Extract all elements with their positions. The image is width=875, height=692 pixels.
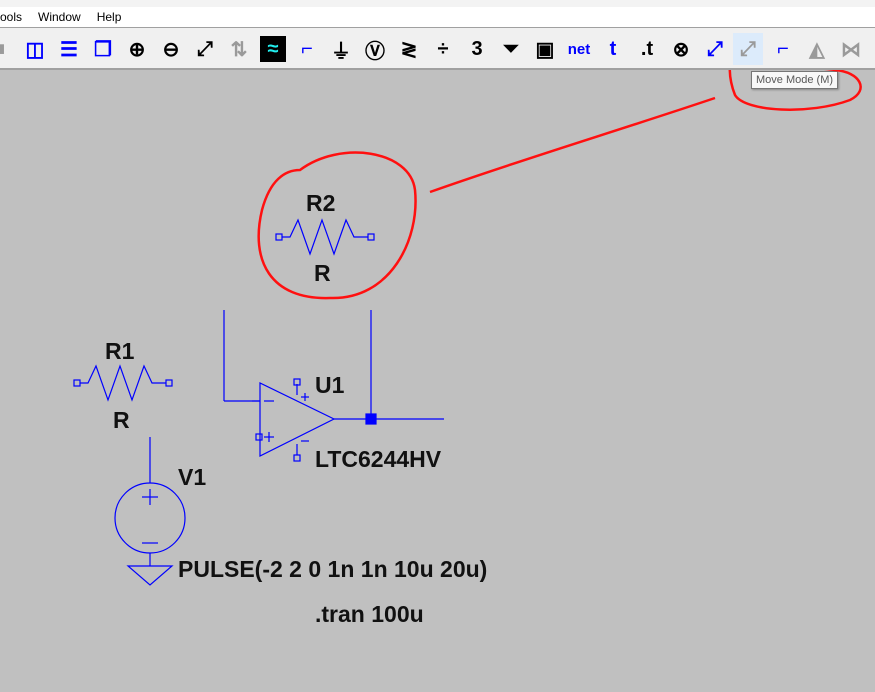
tile-horizontal-icon[interactable]: ☰ [60, 38, 78, 61]
zoom-in-icon[interactable]: ⊕ [128, 38, 146, 61]
capacitor-icon[interactable]: ÷ [437, 37, 449, 60]
red-annotation [257, 70, 862, 300]
menu-bar: ools Window Help [0, 0, 875, 28]
r2-value: R [314, 260, 331, 286]
v1-value: PULSE(-2 2 0 1n 1n 10u 20u) [178, 556, 488, 582]
r1-name: R1 [105, 338, 135, 364]
v1-name: V1 [178, 464, 207, 490]
zoom-out-icon[interactable]: ⊖ [162, 38, 180, 61]
mirror-icon[interactable]: ⋈ [841, 38, 861, 61]
pan-icon[interactable]: ⇅ [230, 38, 248, 61]
opamp-u1[interactable] [223, 310, 444, 462]
spice-directive-button[interactable]: .t [640, 37, 654, 60]
wire-icon[interactable]: ⌐ [301, 37, 313, 60]
drag-icon[interactable]: ⌐ [777, 37, 789, 60]
cascade-icon[interactable]: ❐ [94, 38, 112, 61]
label-net-icon[interactable]: Ⓥ [365, 40, 385, 63]
inductor-icon[interactable]: 3 [471, 37, 483, 60]
component-icon[interactable]: ▣ [535, 38, 555, 61]
ground-symbol [126, 565, 174, 586]
menu-window[interactable]: Window [38, 10, 81, 24]
u1-value: LTC6244HV [315, 446, 442, 472]
delete-icon[interactable]: ⊗ [672, 38, 690, 61]
tooltip: Move Mode (M) [751, 71, 839, 89]
r2-name: R2 [306, 190, 336, 216]
schematic-canvas[interactable] [0, 70, 875, 692]
rotate-icon[interactable]: ◭ [809, 38, 825, 61]
spice-directive[interactable]: .tran 100u [315, 601, 424, 627]
text-button[interactable]: t [609, 37, 617, 60]
menu-tools[interactable]: ools [0, 10, 23, 24]
tile-vertical-icon[interactable]: ◫ [25, 38, 45, 61]
zoom-fit-icon[interactable]: ⤢ [197, 37, 213, 60]
junction-dot [365, 413, 377, 425]
partial-icon[interactable]: ■ [0, 36, 12, 62]
diode-icon[interactable]: ⏷ [503, 37, 519, 60]
u1-name: U1 [315, 372, 345, 398]
voltage-source-v1[interactable] [114, 437, 186, 586]
menu-help[interactable]: Help [96, 10, 122, 24]
waveform-icon[interactable]: ≈ [260, 36, 286, 62]
net-label-button[interactable]: net [567, 40, 591, 58]
r1-value: R [113, 407, 130, 433]
toolbar: ■ ◫ ☰ ❐ ⊕ ⊖ ⤢ ⇅ ≈ ⌐ ⏚ Ⓥ ≷ ÷ 3 ⏷ ▣ net t … [0, 28, 875, 70]
resistor-icon[interactable]: ≷ [400, 38, 418, 61]
resistor-r1[interactable] [73, 364, 173, 402]
move-mode-icon[interactable]: ⤢ [733, 33, 763, 65]
ground-icon[interactable]: ⏚ [331, 40, 351, 63]
duplicate-icon[interactable]: ⤢ [707, 37, 723, 60]
resistor-r2[interactable] [275, 218, 375, 256]
